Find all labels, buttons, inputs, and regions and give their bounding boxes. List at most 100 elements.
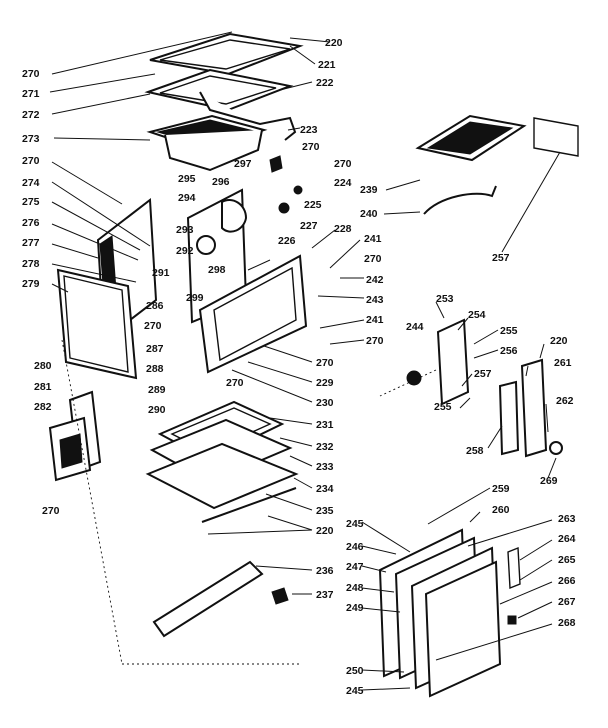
part-label: 239 [360,184,378,196]
door-spacer-part [507,615,517,625]
shield-part [221,199,248,233]
part-label: 228 [334,223,352,235]
part-label: 257 [474,368,492,380]
part-label: 286 [146,300,164,312]
part-label: 233 [316,461,334,473]
oven-rack-wires [426,121,514,155]
part-label: 220 [325,37,343,49]
oven-door-assembly [378,528,521,698]
part-label: 274 [22,177,40,189]
part-label: 278 [22,258,40,270]
part-label: 249 [346,602,364,614]
igniter-part [269,155,283,173]
burner-box-body [199,91,297,141]
part-label: 259 [492,483,510,495]
part-label: 231 [316,419,334,431]
part-label: 269 [540,475,558,487]
part-label: 242 [366,274,384,286]
control-assembly [406,318,563,458]
part-label: 230 [316,397,334,409]
part-label: 273 [22,133,40,145]
part-label: 229 [316,377,334,389]
part-label: 226 [278,235,296,247]
part-label: 270 [302,141,320,153]
part-label: 279 [22,278,40,290]
part-label: 270 [226,377,244,389]
part-label: 244 [406,321,424,333]
part-label: 270 [144,320,162,332]
cooktop-frame-inner [159,39,291,70]
part-label: 280 [34,360,52,372]
side-panel-assembly [48,198,158,482]
knob-part [549,441,563,455]
part-label: 224 [334,177,352,189]
drawer-part [145,442,299,510]
part-label: 236 [316,565,334,577]
part-label: 245 [346,518,364,530]
door-frame-inner [63,275,129,373]
part-label: 255 [434,401,452,413]
part-label: 248 [346,582,364,594]
part-label: 258 [466,445,484,457]
part-label: 287 [146,343,164,355]
part-label: 270 [22,68,40,80]
part-label: 264 [558,533,576,545]
part-label: 294 [178,192,196,204]
part-label: 270 [22,155,40,167]
part-label: 276 [22,217,40,229]
part-label: 270 [364,253,382,265]
part-label: 270 [316,357,334,369]
part-label: 241 [364,233,382,245]
part-label: 257 [492,252,510,264]
burner-port-part [196,235,216,255]
part-label: 262 [556,395,574,407]
valve-part [278,202,290,214]
part-label: 241 [366,314,384,326]
part-label: 291 [152,267,170,279]
main-frame-assembly [186,155,308,374]
cooktop-assembly [144,32,304,172]
part-label: 298 [208,264,226,276]
leader-lines [49,31,561,691]
part-label: 220 [316,525,334,537]
part-label: 260 [492,504,510,516]
part-label: 277 [22,237,40,249]
part-label: 240 [360,208,378,220]
part-label: 261 [554,357,572,369]
part-label: 288 [146,363,164,375]
part-label: 281 [34,381,52,393]
door-outer-panel-part [424,560,502,698]
part-label: 225 [304,199,322,211]
part-label: 237 [316,589,334,601]
accessory-assembly [415,114,579,215]
part-label: 299 [186,292,204,304]
part-label: 247 [346,561,364,573]
drawer-slide-part [201,487,297,523]
part-label: 221 [318,59,336,71]
thermostat-part [406,370,422,386]
door-handle-part [507,546,521,590]
part-label: 270 [366,335,384,347]
vent-trim-part [520,358,548,458]
part-label: 227 [300,220,318,232]
part-label: 222 [316,77,334,89]
part-label: 254 [468,309,486,321]
part-label: 246 [346,541,364,553]
part-label: 293 [176,224,194,236]
part-label: 243 [366,294,384,306]
power-cord-part [423,185,497,215]
part-label: 267 [558,596,576,608]
part-label: 296 [212,176,230,188]
front-frame-opening [213,266,297,362]
part-label: 223 [300,124,318,136]
part-label: 253 [436,293,454,305]
part-label: 292 [176,245,194,257]
broiler-assembly [145,400,299,638]
broil-element-part [533,117,579,157]
part-label: 268 [558,617,576,629]
burner-box-sides [164,129,263,172]
part-label: 265 [558,554,576,566]
regulator-part [293,185,303,195]
part-label: 289 [148,384,166,396]
